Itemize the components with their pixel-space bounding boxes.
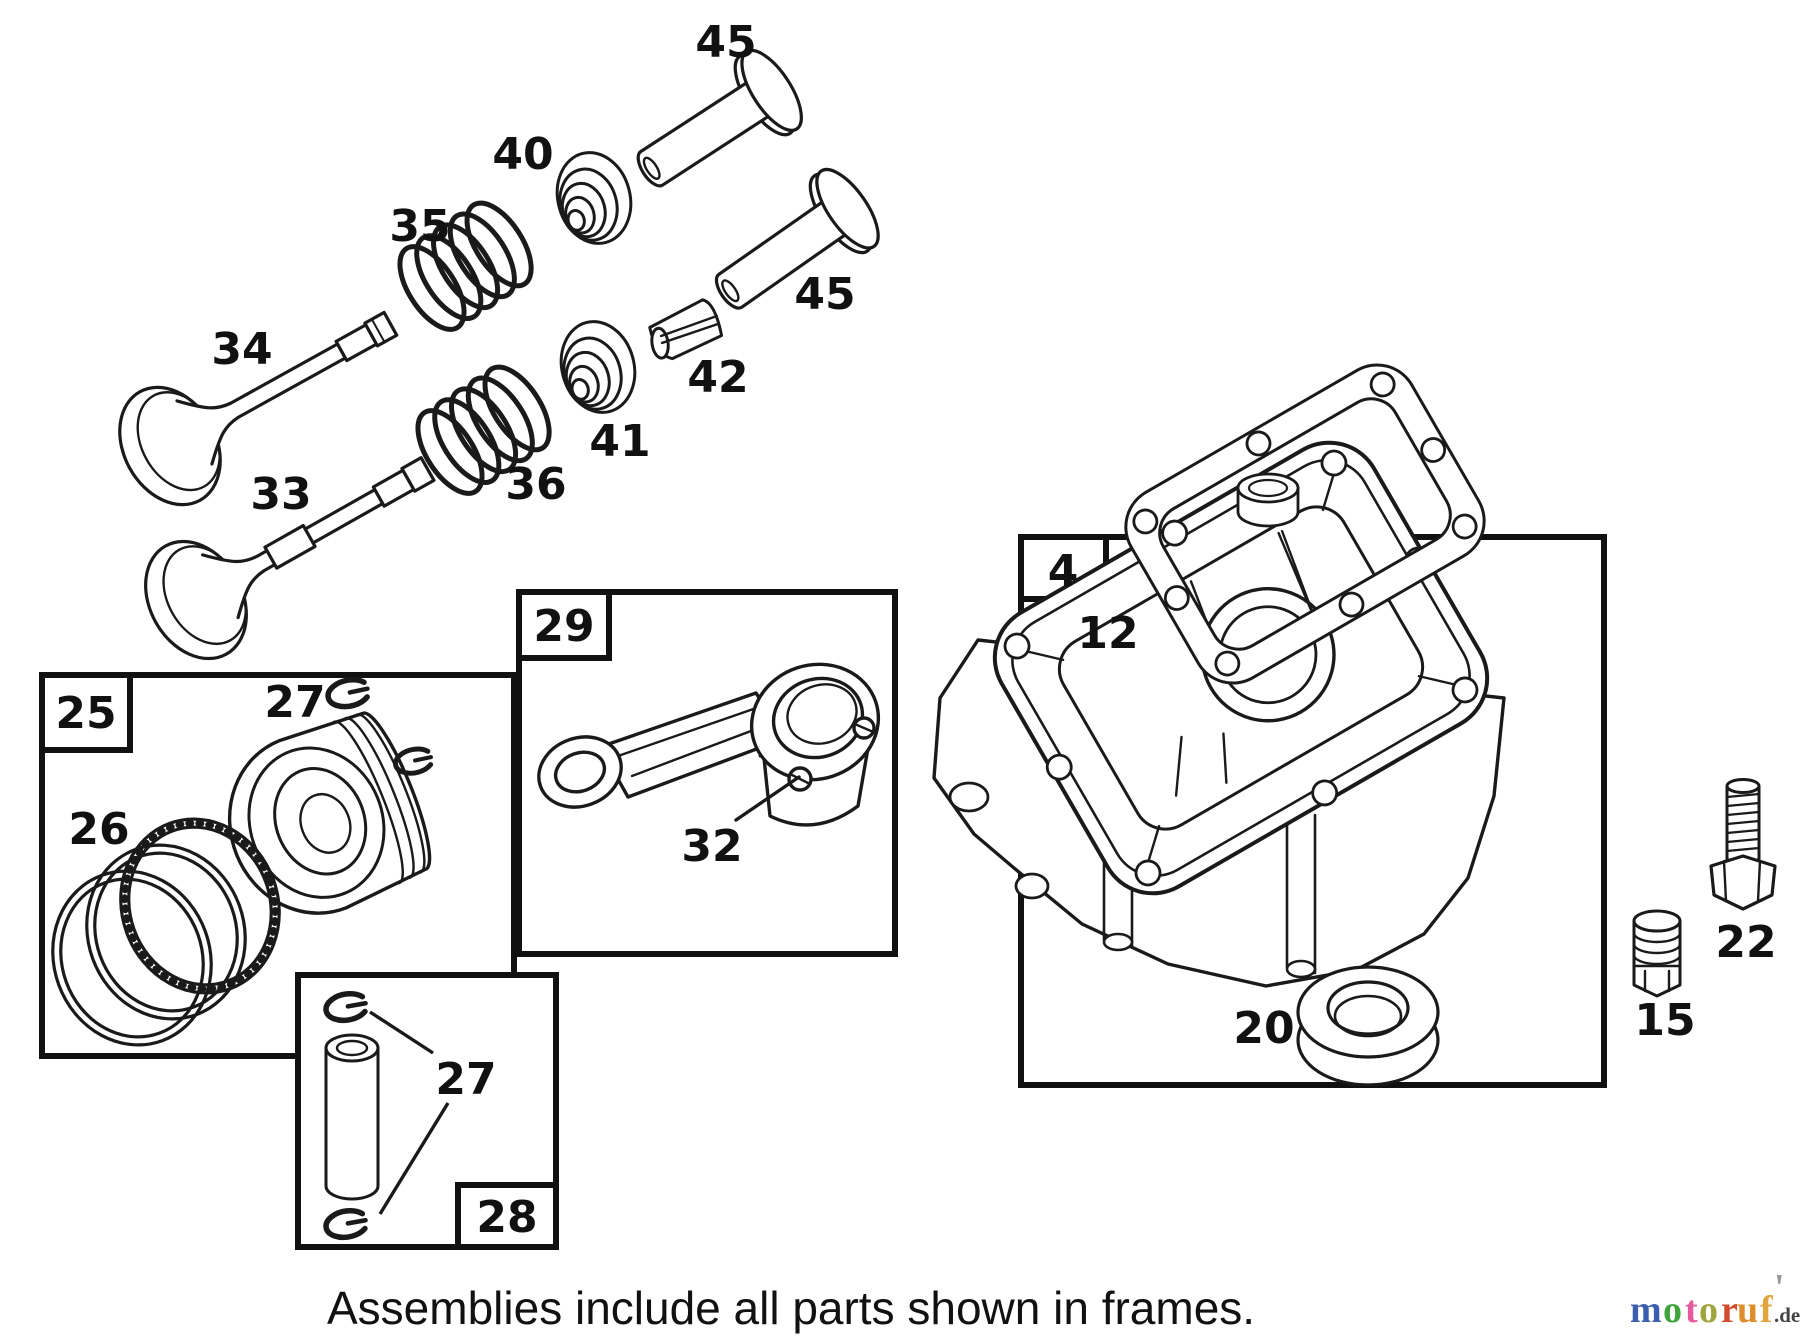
connecting-rod-drawing (537, 662, 881, 827)
logo-letter-r: r (1721, 1289, 1738, 1331)
retainer-intake-drawing (555, 151, 633, 245)
logo-letter-o2: o (1699, 1289, 1718, 1331)
assemblies-note: Assemblies include all parts shown in fr… (327, 1282, 1255, 1334)
logo-letter-u: u (1737, 1289, 1758, 1331)
label-42: 42 (687, 352, 748, 403)
circlip-leader-lines (369, 1010, 450, 1215)
logo-tick: ' (1774, 1267, 1785, 1309)
label-25: 25 (55, 688, 116, 739)
logo-letter-f: f (1760, 1289, 1774, 1331)
label-35: 35 (389, 201, 450, 252)
rod-bolt-leader-line (734, 775, 801, 822)
logo-letter-t: t (1685, 1289, 1698, 1331)
gasket-band (1124, 363, 1486, 685)
retainer-exhaust-drawing (559, 320, 637, 414)
label-28: 28 (476, 1192, 537, 1243)
label-32: 32 (681, 821, 742, 872)
tappet-exhaust-drawing (714, 167, 880, 310)
logo-letter-m: m (1630, 1289, 1662, 1331)
motoruf-logo[interactable]: m o t o r u f ' .de (1630, 1267, 1800, 1331)
label-15: 15 (1634, 995, 1695, 1046)
gasket-drawing (1124, 363, 1486, 685)
label-27-pin: 27 (435, 1054, 496, 1105)
keeper-drawing (648, 298, 724, 361)
sump-bolt-drawing (1709, 778, 1777, 911)
piston-drawing (227, 711, 432, 915)
sump-flange-bolt-holes (1003, 449, 1479, 887)
label-45-right: 45 (794, 269, 855, 320)
sump-ear-hole (948, 781, 990, 813)
label-22: 22 (1715, 917, 1776, 968)
label-36: 36 (505, 459, 566, 510)
valve-exhaust-drawing (144, 456, 436, 661)
frame-29-label-box (516, 589, 612, 661)
label-33: 33 (250, 469, 311, 520)
piston-pin-drawing (324, 1033, 380, 1201)
oil-sump-drawing (932, 363, 1506, 988)
label-20: 20 (1233, 1003, 1294, 1054)
frame-28-label-box (455, 1182, 559, 1250)
label-27-piston: 27 (264, 677, 325, 728)
label-45-top: 45 (695, 17, 756, 68)
tappet-intake-drawing (636, 48, 803, 188)
logo-suffix: .de (1774, 1303, 1800, 1327)
label-34: 34 (211, 324, 272, 375)
ring-set-drawing (51, 817, 281, 1047)
drain-plug-drawing (1632, 909, 1682, 998)
label-41: 41 (589, 416, 650, 467)
spring-intake-drawing (397, 200, 534, 332)
label-26: 26 (68, 804, 129, 855)
frame-25-label-box (39, 672, 133, 753)
sump-ear-hole-2 (1014, 872, 1050, 900)
label-4: 4 (1048, 546, 1079, 597)
label-40: 40 (492, 129, 553, 180)
spring-exhaust-drawing (415, 364, 552, 496)
oil-seal-drawing (1296, 965, 1440, 1087)
label-29: 29 (533, 601, 594, 652)
logo-letter-o1: o (1663, 1289, 1682, 1331)
bolt-hex-head (1709, 854, 1777, 911)
valve-intake-drawing (118, 310, 399, 507)
gasket-bolt-holes (1132, 371, 1478, 677)
filler-boss-drawing (1236, 472, 1300, 528)
label-12: 12 (1077, 608, 1138, 659)
